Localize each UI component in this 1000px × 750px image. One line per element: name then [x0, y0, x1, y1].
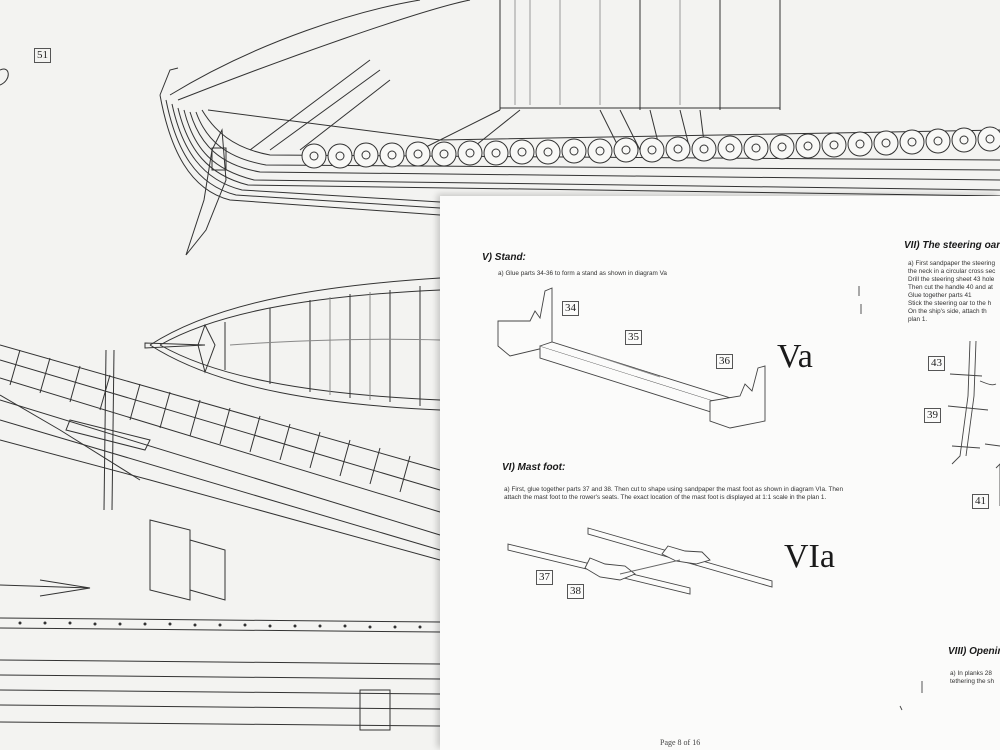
part-label-36: 36: [716, 354, 733, 369]
sheet-diagrams: [497, 286, 1000, 711]
stand-heading: V) Stand:: [482, 252, 526, 263]
stand-diagram: [497, 287, 766, 429]
part-label-38: 38: [567, 584, 584, 599]
mast-foot-diagram: [507, 527, 773, 595]
part-label-51: 51: [34, 48, 51, 63]
shields-row: [301, 126, 1000, 169]
steering-oar-diagram: [858, 286, 1000, 711]
part-label-35: 35: [625, 330, 642, 345]
boat-top-view: [144, 277, 441, 411]
steering-oar-instructions: a) First sandpaper the steering the neck…: [908, 260, 996, 323]
openings-instructions: a) In planks 28 tethering the sh: [950, 670, 995, 685]
openings-heading: VIII) Openin: [948, 646, 1000, 657]
part-label-41: 41: [972, 494, 989, 509]
part-label-37: 37: [536, 570, 553, 585]
stand-instructions: a) Glue parts 34-36 to form a stand as s…: [498, 270, 667, 277]
part-label-39: 39: [924, 408, 941, 423]
figure-va: Va: [777, 338, 813, 375]
part-label-43: 43: [928, 356, 945, 371]
ship-elevation-drawing: [0, 0, 1000, 256]
instruction-sheet: V) Stand: a) Glue parts 34-36 to form a …: [440, 196, 1000, 750]
mast-foot-heading: VI) Mast foot:: [502, 462, 566, 473]
hull-perspective-view: [0, 344, 441, 601]
mast-foot-instructions: a) First, glue together parts 37 and 38.…: [504, 486, 844, 501]
hull-side-profile: [0, 617, 441, 731]
part-label-34: 34: [562, 301, 579, 316]
page-number: Page 8 of 16: [660, 738, 701, 747]
steering-oar-heading: VII) The steering oar:: [904, 240, 1000, 251]
figure-via: VIa: [784, 538, 835, 575]
